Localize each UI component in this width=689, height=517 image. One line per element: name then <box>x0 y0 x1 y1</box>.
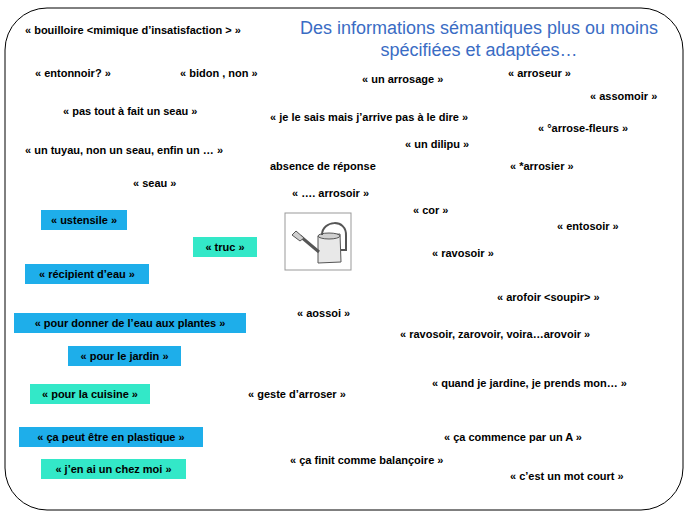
response-label: « je le sais mais j’arrive pas à le dire… <box>270 110 468 124</box>
response-label: « ça finit comme balançoire » <box>290 453 443 467</box>
answer-box: « récipient d’eau » <box>25 264 149 284</box>
answer-box: « ça peut être en plastique » <box>19 427 203 447</box>
watering-can <box>285 213 351 270</box>
answer-box: « truc » <box>193 237 257 257</box>
answer-text: « pour la cuisine » <box>42 387 138 401</box>
response-label: « arofoir <soupir> » <box>497 290 600 304</box>
response-label: « entonnoir? » <box>35 66 111 80</box>
answer-text: « ça peut être en plastique » <box>37 430 184 444</box>
answer-box: « pour le jardin » <box>68 346 181 366</box>
response-label: « aossoi » <box>297 306 350 320</box>
response-label: absence de réponse <box>270 159 376 173</box>
response-label: « entosoir » <box>557 219 619 233</box>
response-label: « ça commence par un A » <box>444 430 582 444</box>
response-label: « un tuyau, non un seau, enfin un … » <box>25 143 223 157</box>
answer-text: « récipient d’eau » <box>39 267 135 281</box>
response-label: « pas tout à fait un seau » <box>63 104 197 118</box>
response-label: « geste d’arroser » <box>248 387 346 401</box>
answer-text: « ustensile » <box>51 213 117 227</box>
response-label: « un arrosage » <box>362 72 443 86</box>
answer-box: « pour la cuisine » <box>30 384 150 404</box>
response-label: « ravosoir, zarovoir, voira…arovoir » <box>400 327 590 341</box>
answer-box: « j’en ai un chez moi » <box>41 459 186 479</box>
response-label: « quand je jardine, je prends mon… » <box>432 376 627 390</box>
response-label: « seau » <box>133 176 176 190</box>
answer-text: « pour le jardin » <box>80 349 168 363</box>
response-label: « cor » <box>413 203 448 217</box>
response-label: « bouilloire <mimique d’insatisfaction >… <box>25 23 241 37</box>
response-label: « *arrosier » <box>510 159 574 173</box>
slide-title: Des informations sémantiques plus ou moi… <box>296 17 662 61</box>
response-label: « c’est un mot court » <box>510 469 624 483</box>
response-label: « assomoir » <box>590 89 657 103</box>
answer-text: « j’en ai un chez moi » <box>55 462 171 476</box>
response-label: « un dilipu » <box>405 137 469 151</box>
frame <box>5 8 683 510</box>
response-label: « arroseur » <box>508 66 571 80</box>
answer-text: « pour donner de l’eau aux plantes » <box>35 316 226 330</box>
answer-box: « ustensile » <box>41 210 127 230</box>
response-label: « …. arrosoir » <box>292 186 369 200</box>
answer-text: « truc » <box>205 240 244 254</box>
response-label: « bidon , non » <box>180 66 258 80</box>
answer-box: « pour donner de l’eau aux plantes » <box>14 313 246 333</box>
response-label: « ravosoir » <box>432 246 494 260</box>
response-label: « °arrose-fleurs » <box>538 121 628 135</box>
